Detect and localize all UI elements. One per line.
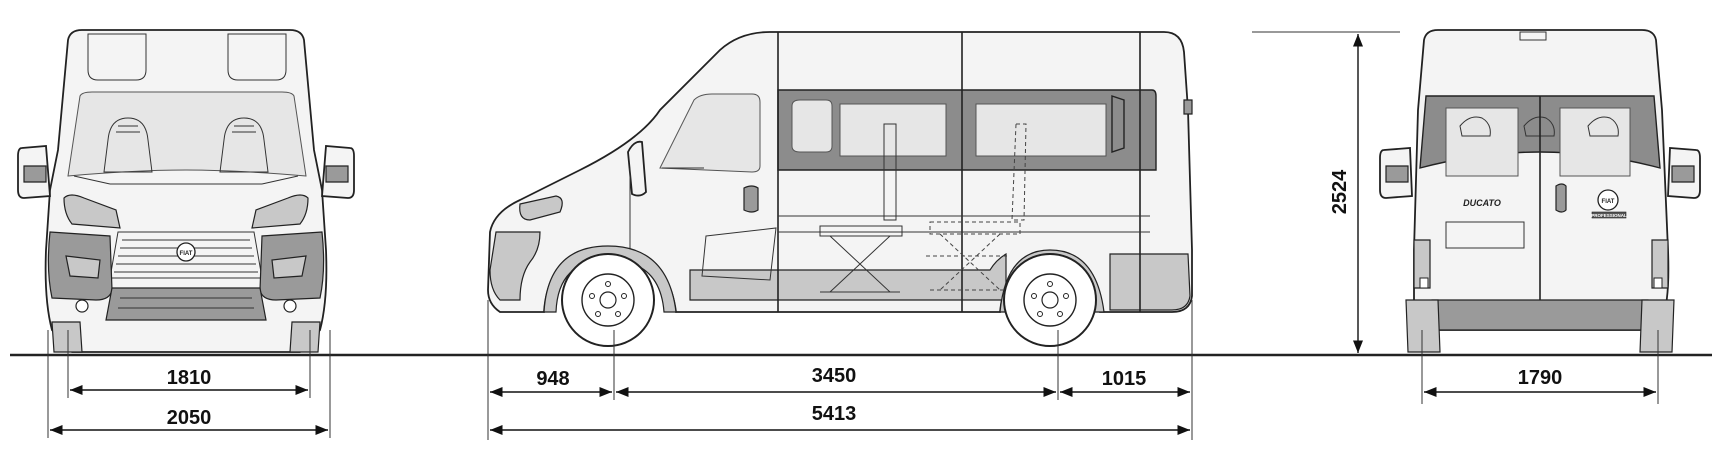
rear-logo: FIAT: [1602, 199, 1615, 205]
dim-rear-overhang: 1015: [1060, 368, 1190, 398]
dim-front-track-label: 1810: [167, 367, 212, 389]
front-view: FIAT: [17, 29, 355, 353]
side-view: [487, 31, 1193, 347]
dim-overall-length: 5413: [490, 403, 1190, 436]
dim-front-width: 2050: [47, 330, 331, 438]
dim-overall-height-label: 2524: [1329, 169, 1351, 214]
dim-front-overhang: 948: [490, 368, 612, 398]
dim-front-width-label: 2050: [167, 407, 212, 429]
dim-rear-track: 1790: [1421, 330, 1659, 404]
front-logo: FIAT: [180, 251, 193, 257]
dim-overall-height: 2524: [1252, 31, 1400, 353]
model-script-badge: DUCATO: [1463, 198, 1501, 208]
dim-overall-length-label: 5413: [812, 403, 857, 425]
rear-sub-badge: PROFESSIONAL: [1591, 213, 1627, 218]
dim-front-track: 1810: [67, 330, 311, 398]
dim-front-overhang-label: 948: [536, 368, 569, 390]
dim-rear-track-label: 1790: [1518, 367, 1563, 389]
rear-view: DUCATO FIAT PROFESSIONAL: [1379, 29, 1701, 353]
dim-wheelbase-label: 3450: [812, 365, 857, 387]
dim-rear-overhang-label: 1015: [1102, 368, 1147, 390]
dim-side-extension-lines: [487, 300, 1193, 440]
dim-wheelbase: 3450: [616, 365, 1056, 398]
